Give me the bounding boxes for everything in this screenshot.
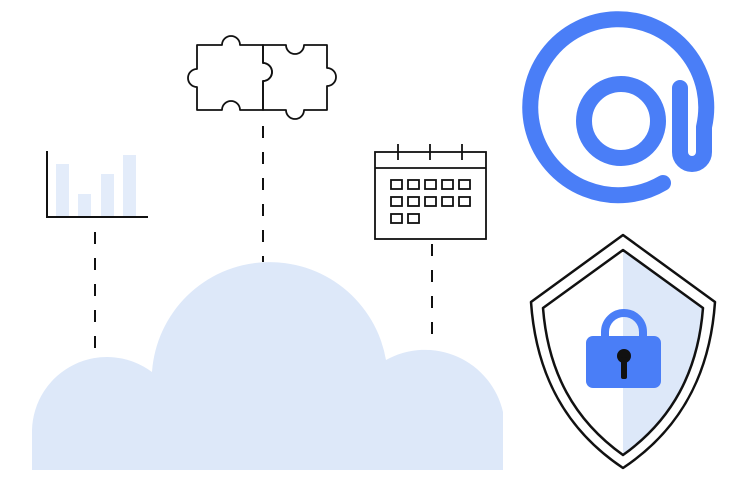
chart-bar [101,174,114,216]
calendar-day-cell [458,196,471,207]
shield-icon [529,233,717,470]
calendar-day-cell [424,179,437,190]
calendar-day-cell [407,196,420,207]
calendar-body [374,151,487,240]
bar-chart-icon [46,151,148,218]
calendar-day-cell [407,213,420,224]
at-sign-icon [522,11,715,204]
calendar-day-cell [390,196,403,207]
calendar-day-cell [390,213,403,224]
calendar-day-grid [390,179,471,224]
padlock-keyhole-slot [621,357,627,379]
chart-bar [56,164,69,216]
calendar-day-cell [441,179,454,190]
at-sign-inner-ring [576,76,666,166]
calendar-day-cell [407,179,420,190]
shield-right-half [623,250,703,455]
chart-bar [123,155,136,216]
calendar-day-cell [390,179,403,190]
padlock-icon [586,309,661,388]
calendar-day-cell [441,196,454,207]
cloud-icon [32,262,503,470]
shield-inner [541,248,705,457]
calendar-day-cell [424,196,437,207]
calendar-icon [374,144,487,240]
chart-bar [78,194,91,216]
padlock-shackle [601,309,647,340]
puzzle-pieces-icon [187,35,337,120]
at-sign-outer-arc [522,11,715,204]
padlock-keyhole [617,349,631,363]
calendar-day-cell [458,179,471,190]
puzzle-piece-right [262,44,337,120]
connector-lines [94,126,433,362]
chart-axes [46,151,148,218]
puzzle-piece-left [187,35,273,111]
